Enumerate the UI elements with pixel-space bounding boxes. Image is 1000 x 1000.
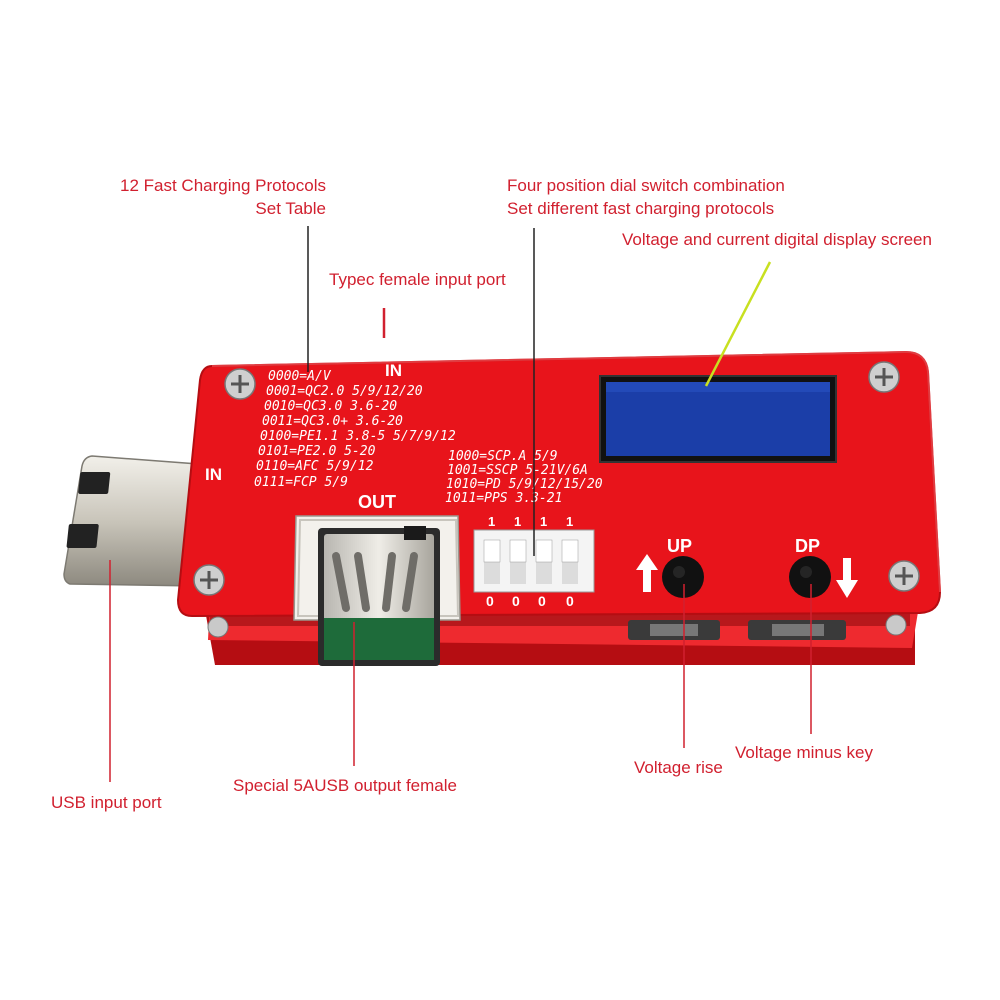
screw-lower-right: [885, 614, 907, 636]
protocol-row: 0011=QC3.0+ 3.6-20: [262, 414, 403, 429]
callout-display-screen: Voltage and current digital display scre…: [622, 230, 932, 249]
screw-top-right: [868, 361, 900, 393]
usb-output-port: [293, 515, 461, 666]
dip-bottom-label: 0: [566, 593, 574, 609]
dip-labels-top: 1 1 1 1: [488, 514, 573, 529]
callout-dial-line2: Set different fast charging protocols: [507, 199, 775, 218]
usb-a-plug: [63, 455, 199, 587]
dip-bottom-label: 0: [486, 593, 494, 609]
callout-voltage-rise: Voltage rise: [634, 758, 723, 777]
label-out: OUT: [358, 492, 396, 512]
callout-protocols-line2: Set Table: [255, 199, 326, 218]
dip-top-label: 1: [540, 514, 547, 529]
screw-lower-left: [207, 616, 229, 638]
callout-dial-line1: Four position dial switch combination: [507, 176, 785, 195]
screw-bottom-right: [888, 560, 920, 592]
up-button: [662, 556, 704, 598]
callout-typec-input: Typec female input port: [329, 270, 506, 289]
protocol-table-left: 0000=A/V 0001=QC2.0 5/9/12/20 0010=QC3.0…: [254, 369, 456, 490]
protocol-row: 0110=AFC 5/9/12: [256, 459, 374, 474]
dip-bottom-label: 0: [512, 593, 520, 609]
protocol-row: 0111=FCP 5/9: [254, 475, 348, 490]
dip-bottom-label: 0: [538, 593, 546, 609]
protocol-row: 1000=SCP.A 5/9: [448, 449, 558, 464]
protocol-row: 1001=SSCP 5-21V/6A: [447, 463, 588, 478]
protocol-row: 1010=PD 5/9/12/15/20: [446, 477, 603, 492]
protocol-row: 0001=QC2.0 5/9/12/20: [266, 384, 423, 399]
display-screen: [599, 375, 837, 463]
screw-bottom-left: [193, 564, 225, 596]
leader-lines: [109, 226, 812, 782]
dip-switch: [473, 529, 595, 593]
label-in-top: IN: [385, 361, 402, 380]
protocol-table-right: 1000=SCP.A 5/9 1001=SSCP 5-21V/6A 1010=P…: [445, 449, 603, 506]
dp-button: [789, 556, 831, 598]
up-arrow-icon: [636, 554, 658, 592]
protocol-row: 0000=A/V: [268, 369, 332, 384]
label-in-left: IN: [205, 465, 222, 484]
callout-protocols-line1: 12 Fast Charging Protocols: [120, 176, 326, 195]
dip-top-label: 1: [488, 514, 495, 529]
protocol-row: 0101=PE2.0 5-20: [258, 444, 376, 459]
callout-protocols-table: 12 Fast Charging Protocols Set Table: [80, 174, 326, 220]
leader-display: [704, 261, 772, 387]
protocol-row: 1011=PPS 3.3-21: [445, 491, 562, 506]
label-dp: DP: [795, 536, 820, 556]
down-arrow-icon: [836, 558, 858, 598]
label-up: UP: [667, 536, 692, 556]
protocol-row: 0010=QC3.0 3.6-20: [264, 399, 397, 414]
callout-usb-output: Special 5AUSB output female: [233, 776, 457, 795]
bottom-switch-left: [628, 620, 720, 640]
callout-voltage-minus: Voltage minus key: [735, 743, 873, 762]
protocol-row: 0100=PE1.1 3.8-5 5/7/9/12: [260, 429, 456, 444]
callout-dial-switch: Four position dial switch combination Se…: [507, 174, 785, 220]
callout-usb-input: USB input port: [51, 793, 162, 812]
bottom-switch-right: [748, 620, 846, 640]
dip-labels-bottom: 0 0 0 0: [486, 593, 574, 609]
screw-top-left: [224, 368, 256, 400]
dip-top-label: 1: [566, 514, 573, 529]
dip-top-label: 1: [514, 514, 521, 529]
